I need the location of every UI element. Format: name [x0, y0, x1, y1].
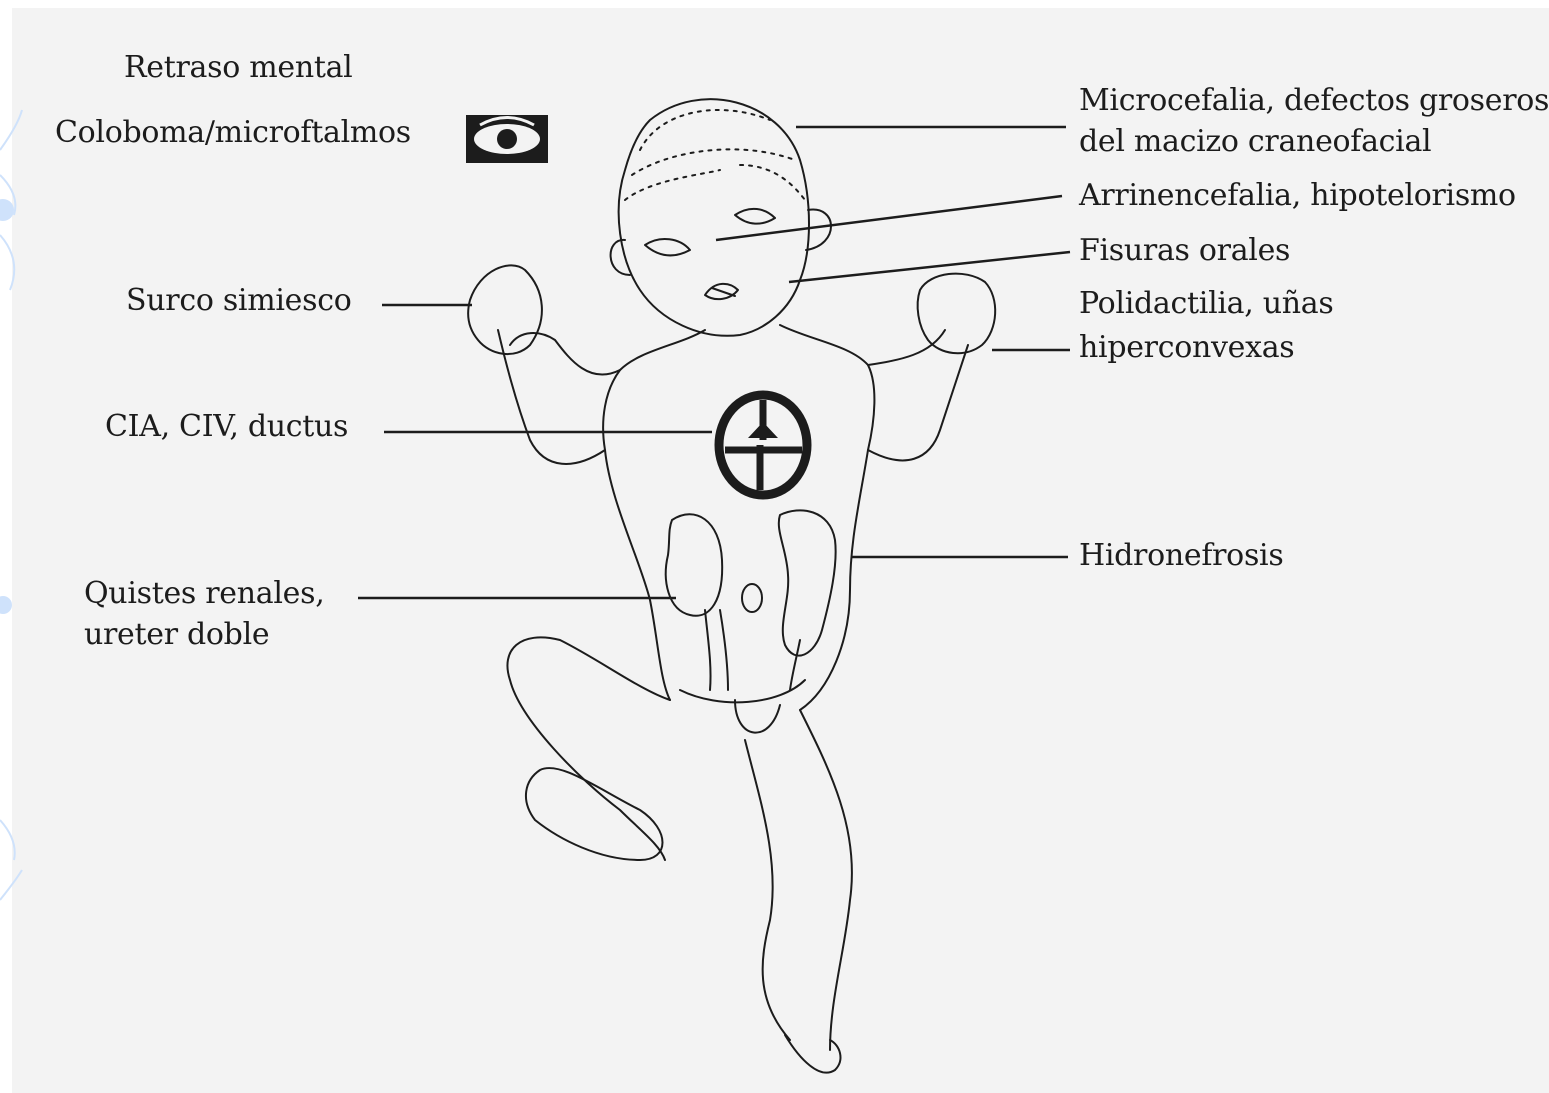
label-coloboma: Coloboma/microftalmos — [55, 112, 411, 154]
label-arrinencefalia: Arrinencefalia, hipotelorismo — [1079, 175, 1516, 217]
label-cia-civ-ductus: CIA, CIV, ductus — [105, 406, 348, 448]
label-polidactilia: Polidactilia, uñas — [1079, 283, 1333, 325]
label-fisuras-orales: Fisuras orales — [1079, 230, 1290, 272]
foot-right — [785, 1035, 840, 1073]
eye-icon — [466, 115, 548, 163]
eye-left — [645, 239, 690, 256]
skull-texture — [625, 110, 805, 200]
leg-right — [745, 710, 852, 1050]
label-microcefalia: Microcefalia, defectos groseros — [1079, 80, 1549, 122]
kidney-right — [779, 510, 836, 655]
torso-right — [780, 325, 874, 710]
hand-right — [918, 274, 996, 354]
hand-left — [468, 265, 542, 354]
arm-right — [868, 330, 968, 460]
label-ureter-doble: ureter doble — [84, 614, 269, 656]
kidney-left — [666, 514, 722, 615]
label-surco-simiesco: Surco simiesco — [126, 280, 351, 322]
foot-left — [526, 768, 663, 860]
label-macizo-craneofacial: del macizo craneofacial — [1079, 121, 1431, 163]
arm-left — [498, 330, 620, 464]
label-hiperconvexas: hiperconvexas — [1079, 327, 1294, 369]
mouth — [705, 284, 738, 299]
leg-left — [507, 637, 670, 860]
label-quistes-renales: Quistes renales, — [84, 573, 324, 615]
label-retraso-mental: Retraso mental — [124, 47, 352, 89]
heart-icon — [719, 395, 807, 495]
leader-arrinencefalia — [716, 196, 1062, 240]
head-outline — [619, 99, 809, 336]
pelvis — [680, 680, 805, 702]
ureter-right — [790, 640, 800, 690]
ear-left — [611, 240, 630, 275]
groin — [735, 700, 780, 733]
label-hidronefrosis: Hidronefrosis — [1079, 535, 1283, 577]
leader-fisuras — [789, 252, 1070, 282]
eye-right — [735, 209, 775, 224]
ureter-left — [705, 610, 728, 690]
